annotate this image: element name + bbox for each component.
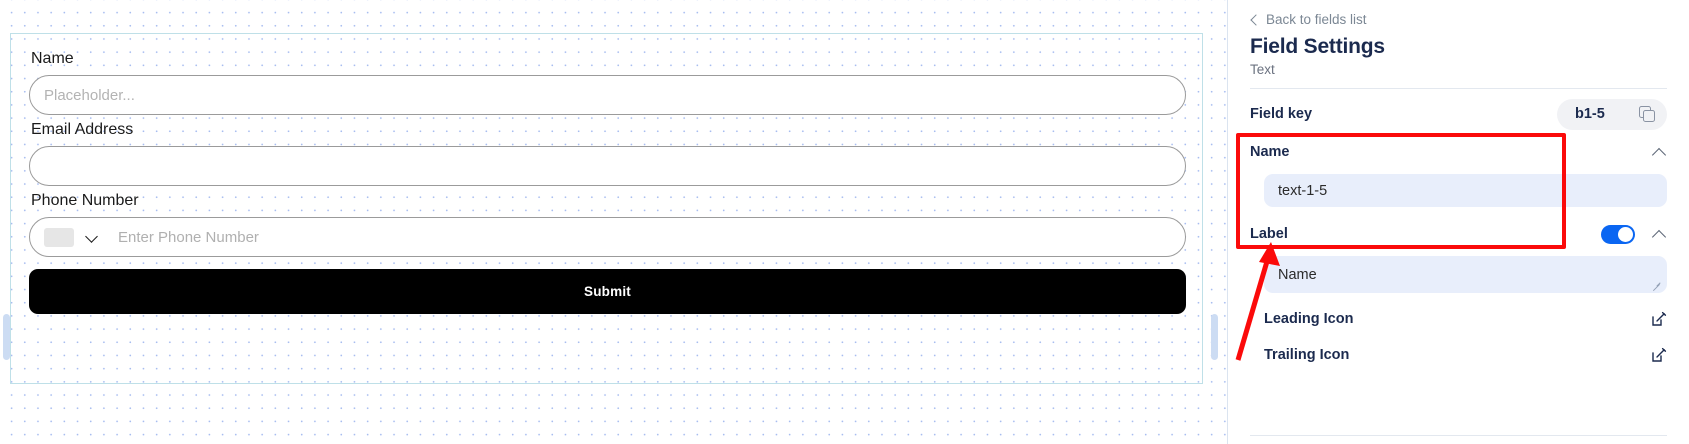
copy-icon[interactable] xyxy=(1639,106,1655,122)
label-visibility-toggle[interactable] xyxy=(1601,224,1635,244)
country-flag-placeholder[interactable] xyxy=(44,227,74,247)
field-key-value: b1-5 xyxy=(1575,106,1605,122)
divider xyxy=(1250,435,1667,436)
name-value-text: text-1-5 xyxy=(1278,182,1328,199)
field-type-subtitle: Text xyxy=(1250,62,1275,77)
leading-icon-row[interactable]: Leading Icon xyxy=(1250,301,1667,337)
form-field-email[interactable]: Email Address xyxy=(29,119,1186,186)
label-section-label: Label xyxy=(1250,226,1288,242)
text-input-email[interactable] xyxy=(29,146,1186,186)
back-label: Back to fields list xyxy=(1266,12,1367,27)
resize-handle-left[interactable] xyxy=(3,314,10,360)
field-key-row: Field key b1-5 xyxy=(1250,95,1667,133)
field-label: Email Address xyxy=(31,121,134,138)
field-settings-panel: Back to fields list Field Settings Text … xyxy=(1228,0,1689,444)
page-title: Field Settings xyxy=(1250,35,1385,58)
phone-input-group[interactable]: Enter Phone Number xyxy=(29,217,1186,257)
field-label: Phone Number xyxy=(31,192,139,209)
chevron-left-icon xyxy=(1250,14,1259,26)
trailing-icon-row[interactable]: Trailing Icon xyxy=(1250,337,1667,373)
label-value-textarea[interactable]: Name xyxy=(1264,256,1667,293)
label-section: Label Name xyxy=(1250,215,1667,293)
label-section-header[interactable]: Label xyxy=(1250,215,1667,253)
label-section-controls xyxy=(1601,224,1667,244)
leading-icon-label: Leading Icon xyxy=(1264,311,1354,327)
form-field-name[interactable]: Name Placeholder... xyxy=(29,48,1186,115)
resize-handle-right[interactable] xyxy=(1211,314,1218,360)
chevron-up-icon[interactable] xyxy=(1651,226,1667,242)
submit-button[interactable]: Submit xyxy=(29,269,1186,314)
form-container-selected[interactable]: Name Placeholder... Email Address Phone … xyxy=(10,33,1203,384)
divider xyxy=(1250,88,1667,89)
field-key-label: Field key xyxy=(1250,106,1313,122)
name-value-input[interactable]: text-1-5 xyxy=(1264,174,1667,207)
field-key-pill[interactable]: b1-5 xyxy=(1557,98,1667,130)
back-to-fields-list-button[interactable]: Back to fields list xyxy=(1250,12,1667,27)
form-canvas[interactable]: Name Placeholder... Email Address Phone … xyxy=(0,0,1228,444)
name-section-header[interactable]: Name xyxy=(1250,133,1667,171)
input-placeholder: Enter Phone Number xyxy=(118,228,259,246)
name-section-label: Name xyxy=(1250,144,1290,160)
input-placeholder: Placeholder... xyxy=(44,86,135,104)
textarea-resize-grip[interactable] xyxy=(1651,280,1661,292)
chevron-down-icon[interactable] xyxy=(84,229,100,245)
panel-divider xyxy=(1227,0,1228,444)
field-label: Name xyxy=(31,50,74,67)
form-field-phone[interactable]: Phone Number Enter Phone Number xyxy=(29,190,1186,257)
name-section: Name text-1-5 xyxy=(1250,133,1667,207)
trailing-icon-label: Trailing Icon xyxy=(1264,347,1350,363)
pencil-square-icon[interactable] xyxy=(1650,311,1667,328)
text-input-name[interactable]: Placeholder... xyxy=(29,75,1186,115)
pencil-square-icon[interactable] xyxy=(1650,347,1667,364)
label-value-text: Name xyxy=(1278,266,1317,283)
chevron-up-icon[interactable] xyxy=(1651,144,1667,160)
